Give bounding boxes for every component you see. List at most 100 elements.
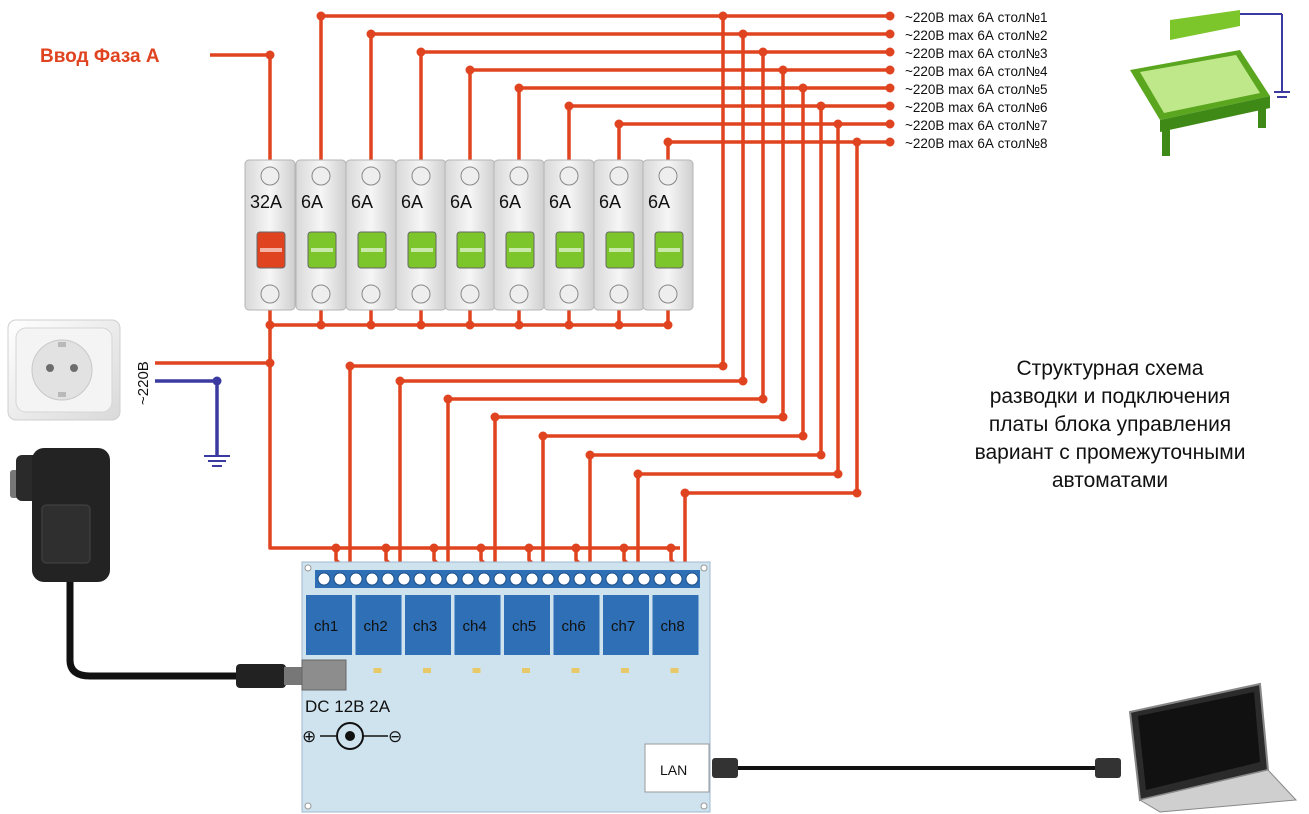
terminal-screw xyxy=(685,572,699,586)
output-node-6 xyxy=(564,101,574,111)
output-label-3: ~220В max 6А стол№3 xyxy=(905,46,1048,61)
terminal-screw xyxy=(557,572,571,586)
lever-slot xyxy=(559,248,581,252)
bus-node-1 xyxy=(316,320,326,330)
output-node-1 xyxy=(316,11,326,21)
screw-icon xyxy=(411,284,431,304)
bus-node-2 xyxy=(366,320,376,330)
lever-slot xyxy=(460,248,482,252)
feed-node-1 xyxy=(331,543,341,553)
wires xyxy=(155,11,895,568)
relay-turn-node-3 xyxy=(758,394,768,404)
relay-body xyxy=(454,595,501,655)
terminal-screw xyxy=(493,572,507,586)
relay-corner-node-5 xyxy=(538,431,548,441)
relay-wire-8 xyxy=(683,142,859,568)
terminal-screw xyxy=(381,572,395,586)
screw-icon xyxy=(609,166,629,186)
relay-tap-node-1 xyxy=(718,11,728,21)
output-end-node-6 xyxy=(885,101,895,111)
output-node-7 xyxy=(614,119,624,129)
breaker-8: 6A xyxy=(642,159,694,311)
relay-turn-node-6 xyxy=(816,450,826,460)
output-node-3 xyxy=(416,47,426,57)
lever-slot xyxy=(260,248,282,252)
relay-channel-label: ch1 xyxy=(314,618,338,635)
relay-body xyxy=(504,595,550,655)
diagram-title: Структурная схема разводки и подключения… xyxy=(975,357,1246,492)
lan-port-label: LAN xyxy=(660,762,687,778)
feed-node-5 xyxy=(524,543,534,553)
output-end-node-8 xyxy=(885,137,895,147)
output-end-node-7 xyxy=(885,119,895,129)
relay-led xyxy=(423,668,431,673)
screw-icon xyxy=(509,166,529,186)
relay-7: ch7 xyxy=(603,595,649,673)
screw-icon xyxy=(658,166,678,186)
screw-icon xyxy=(361,166,381,186)
output-labels: ~220В max 6А стол№1 ~220В max 6А стол№2 … xyxy=(905,10,1048,151)
relay-led xyxy=(670,668,679,673)
breaker-rating: 6A xyxy=(648,192,670,212)
bus-node-3 xyxy=(416,320,426,330)
breaker-rating: 6A xyxy=(549,192,571,212)
lever-slot xyxy=(609,248,631,252)
relay-tap-node-2 xyxy=(738,29,748,39)
svg-text:автоматами: автоматами xyxy=(1052,469,1168,492)
relay-body xyxy=(603,595,649,655)
output-label-5: ~220В max 6А стол№5 xyxy=(905,82,1048,97)
output-node-5 xyxy=(514,83,524,93)
relay-tap-node-4 xyxy=(778,65,788,75)
relay-wire-1 xyxy=(348,16,725,568)
relay-channel-label: ch3 xyxy=(413,618,437,635)
screw-icon xyxy=(609,284,629,304)
screw-icon xyxy=(559,166,579,186)
breaker-rating: 6A xyxy=(450,192,472,212)
breaker-rating: 32A xyxy=(250,192,282,212)
terminal-screw xyxy=(525,572,539,586)
relay-tap-node-3 xyxy=(758,47,768,57)
relay-3: ch3 xyxy=(405,595,451,673)
relay-wire-7 xyxy=(636,124,840,568)
screw-icon xyxy=(658,284,678,304)
relay-body xyxy=(355,595,402,655)
svg-text:⊖: ⊖ xyxy=(388,727,402,746)
feed-node-6 xyxy=(571,543,581,553)
feed-node-7 xyxy=(619,543,629,553)
relay-corner-node-7 xyxy=(633,469,643,479)
relay-tap-node-8 xyxy=(852,137,862,147)
output-node-2 xyxy=(366,29,376,39)
svg-text:вариант с промежуточными: вариант с промежуточными xyxy=(975,441,1246,464)
screw-icon xyxy=(260,284,280,304)
bus-node-6 xyxy=(564,320,574,330)
feed-node-8 xyxy=(666,543,676,553)
lan-cable xyxy=(712,758,1121,778)
lever-slot xyxy=(411,248,433,252)
relay-led xyxy=(472,668,481,673)
relay-tap-node-5 xyxy=(798,83,808,93)
feed-node-2 xyxy=(381,543,391,553)
terminal-screw xyxy=(445,572,459,586)
breaker-3: 6A xyxy=(395,159,447,311)
terminal-screw xyxy=(429,572,443,586)
relay-tap-node-6 xyxy=(816,101,826,111)
relay-channel-label: ch5 xyxy=(512,618,536,635)
socket-phase-node xyxy=(265,358,275,368)
output-wire-4 xyxy=(468,68,890,160)
bus-node-8 xyxy=(663,320,673,330)
relay-led xyxy=(571,668,580,673)
relay-channel-label: ch2 xyxy=(364,618,388,635)
relay-corner-node-4 xyxy=(490,412,500,422)
relay-2: ch2 xyxy=(355,595,402,673)
main-breaker: 32A xyxy=(244,159,296,311)
svg-text:Структурная схема: Структурная схема xyxy=(1017,357,1204,380)
relay-channel-label: ch8 xyxy=(661,618,685,635)
power-label: DC 12В 2А xyxy=(305,697,391,716)
output-label-1: ~220В max 6А стол№1 xyxy=(905,10,1048,25)
breaker-rating: 6A xyxy=(401,192,423,212)
output-end-node-1 xyxy=(885,11,895,21)
terminal-screw xyxy=(509,572,523,586)
phase-input-wire xyxy=(210,53,272,160)
relay-turn-node-4 xyxy=(778,412,788,422)
